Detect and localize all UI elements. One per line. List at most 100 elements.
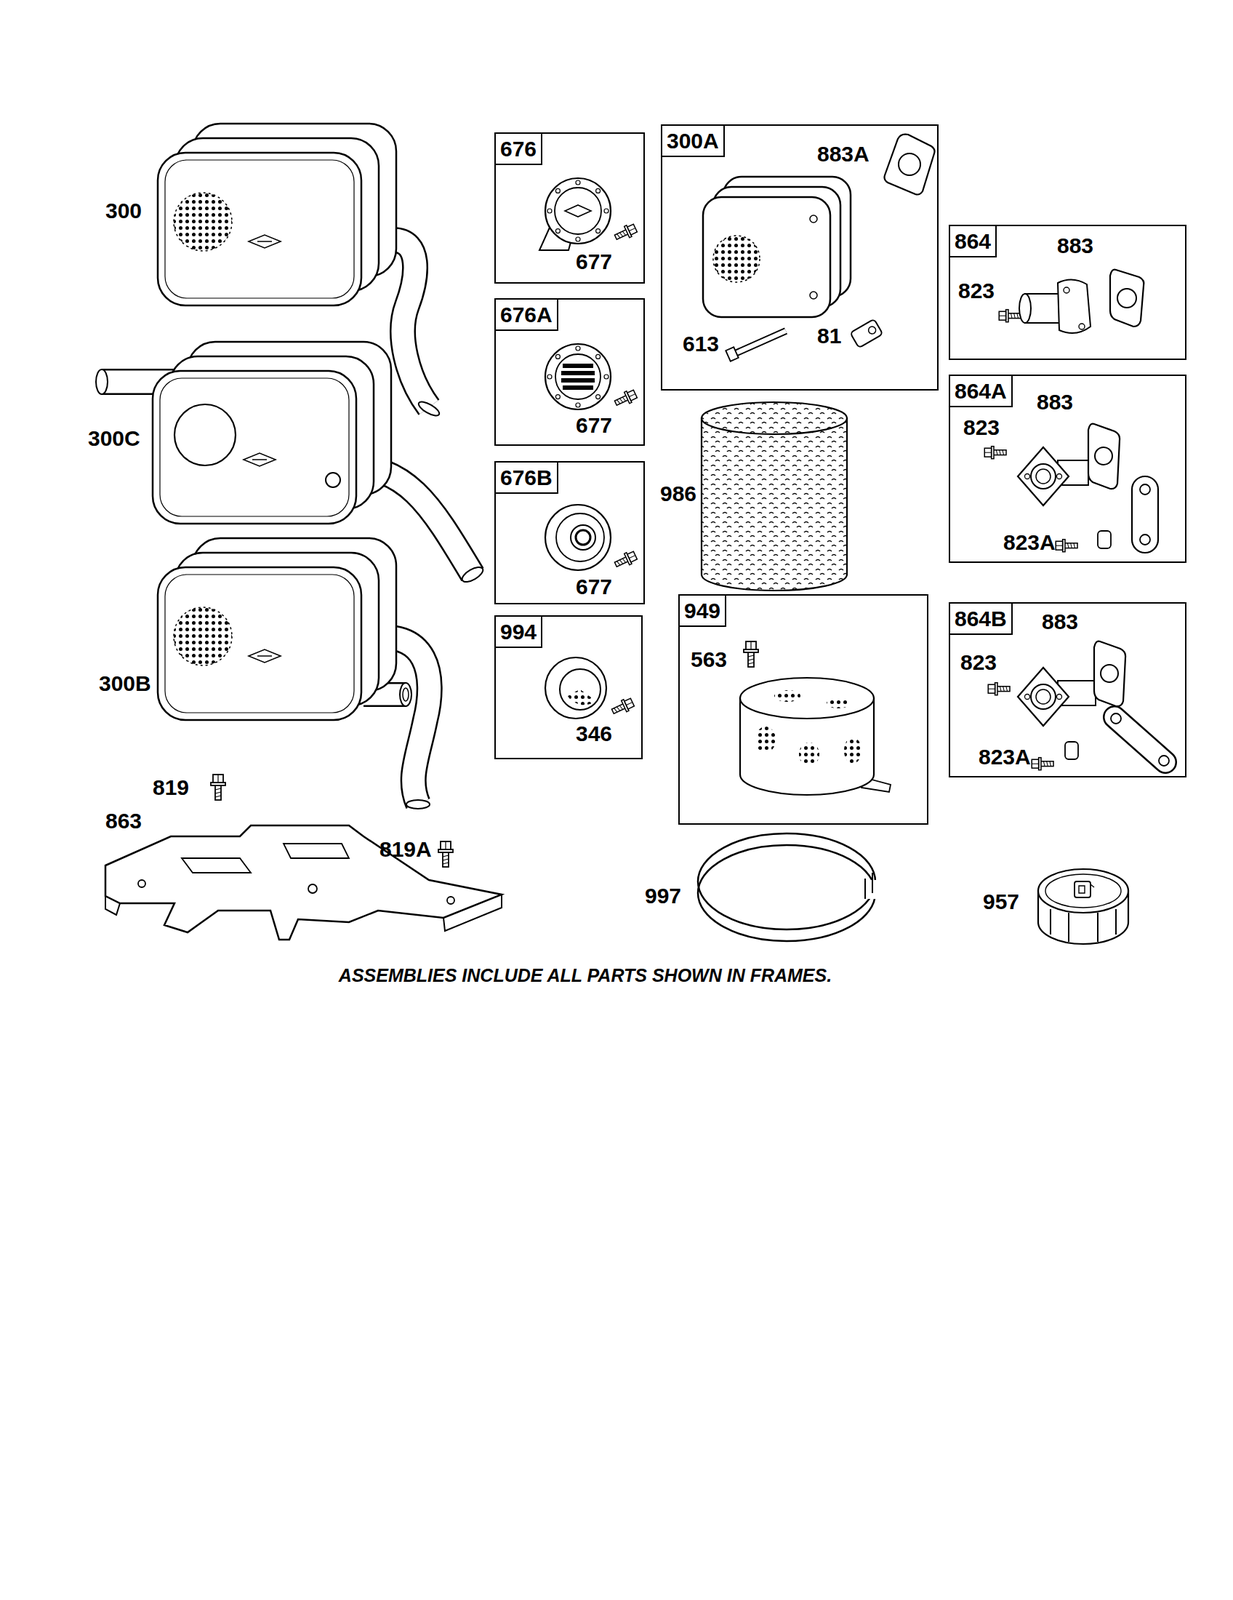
callout-number: 677 bbox=[575, 414, 613, 437]
fuel-cap bbox=[1078, 884, 1095, 893]
callout-number: 823 bbox=[963, 416, 1000, 439]
mounting-bracket bbox=[447, 896, 455, 904]
exhaust-deflector bbox=[556, 513, 605, 562]
assembly-frame: 864A883823823A bbox=[948, 374, 1187, 563]
spark-deflector bbox=[596, 188, 601, 193]
callout-number: 300B bbox=[98, 672, 152, 695]
air-cleaner bbox=[743, 641, 759, 667]
exhaust-adapter bbox=[1065, 741, 1079, 759]
exhaust-adapter bbox=[1139, 484, 1151, 495]
callout-number: 823 bbox=[960, 651, 997, 674]
clamp-band bbox=[697, 844, 876, 941]
spark-deflector bbox=[575, 180, 581, 185]
muffler-guard bbox=[575, 346, 581, 351]
muffler-guard bbox=[555, 394, 560, 400]
callout-number: 823A bbox=[1003, 531, 1056, 554]
exhaust-adapter bbox=[1030, 684, 1056, 709]
muffler-300c bbox=[152, 341, 392, 524]
air-cleaner bbox=[774, 689, 801, 702]
clamp-band bbox=[697, 833, 876, 930]
exhaust-adapter bbox=[987, 682, 1010, 696]
spark-deflector bbox=[547, 180, 609, 242]
foam-filter bbox=[701, 402, 847, 435]
muffler-guard bbox=[562, 363, 594, 368]
exhaust-adapter bbox=[1019, 293, 1031, 323]
spark-arrester bbox=[567, 689, 597, 705]
frame-number: 300A bbox=[662, 125, 725, 158]
callout-number: 823 bbox=[958, 279, 995, 302]
spark-deflector bbox=[545, 178, 611, 244]
spark-deflector bbox=[555, 188, 560, 193]
fuel-cap bbox=[1038, 868, 1129, 913]
exhaust-adapter bbox=[1114, 716, 1166, 762]
exhaust-adapter bbox=[1025, 694, 1031, 700]
fuel-cap bbox=[1038, 868, 1129, 944]
muffler-300 bbox=[157, 123, 397, 306]
mounting-bracket bbox=[105, 894, 502, 931]
exhaust-deflector bbox=[545, 504, 638, 570]
caption-note: ASSEMBLIES INCLUDE ALL PARTS SHOWN IN FR… bbox=[338, 966, 832, 985]
air-cleaner bbox=[826, 697, 850, 709]
assembly-frame: 864883823 bbox=[948, 224, 1187, 360]
exhaust-adapter bbox=[998, 269, 1144, 333]
exhaust-adapter bbox=[1094, 641, 1126, 706]
callout-number: 677 bbox=[575, 250, 613, 273]
exhaust-adapter bbox=[1078, 323, 1085, 330]
exhaust-adapter bbox=[1035, 468, 1051, 484]
muffler-300b bbox=[157, 537, 397, 720]
muffler-300a bbox=[884, 134, 935, 195]
muffler-guard bbox=[555, 354, 560, 359]
air-cleaner bbox=[798, 742, 820, 766]
exhaust-deflector bbox=[570, 524, 596, 550]
muffler-300 bbox=[157, 123, 442, 419]
exhaust-adapter bbox=[1117, 288, 1137, 308]
muffler-guard bbox=[547, 346, 609, 408]
callout-number: 613 bbox=[682, 332, 720, 355]
callout-number: 300C bbox=[87, 427, 141, 450]
muffler-guard bbox=[545, 343, 611, 410]
assembly-frame: 676B677 bbox=[494, 460, 645, 605]
muffler-300b bbox=[402, 687, 409, 701]
muffler-300a bbox=[849, 319, 883, 349]
spark-arrester bbox=[545, 657, 607, 719]
frame-number: 994 bbox=[495, 616, 543, 648]
exhaust-adapter bbox=[1114, 716, 1166, 762]
muffler-300c bbox=[460, 564, 486, 585]
exhaust-adapter bbox=[1110, 269, 1144, 327]
foam-filter bbox=[701, 402, 847, 591]
muffler-300a bbox=[733, 330, 786, 355]
muffler-guard bbox=[575, 402, 581, 408]
callout-number: 986 bbox=[660, 482, 697, 505]
exhaust-adapter bbox=[998, 309, 1021, 323]
mounting-bracket bbox=[308, 884, 317, 893]
frame-number: 676A bbox=[495, 299, 559, 331]
muffler-guard bbox=[545, 343, 638, 410]
frame-number: 864 bbox=[950, 226, 997, 258]
fuel-cap bbox=[1045, 873, 1122, 908]
exhaust-adapter bbox=[1094, 447, 1113, 465]
muffler-300a bbox=[867, 324, 878, 336]
exhaust-adapter bbox=[1057, 694, 1063, 700]
exhaust-adapter bbox=[1158, 755, 1170, 766]
callout-number: 563 bbox=[690, 648, 728, 671]
spark-deflector bbox=[604, 208, 609, 214]
muffler-300b bbox=[399, 682, 412, 706]
exhaust-adapter bbox=[1057, 474, 1063, 480]
muffler-300c bbox=[152, 341, 392, 524]
foam-filter bbox=[701, 418, 847, 591]
fuel-cap bbox=[1074, 881, 1091, 898]
assembly-frame: 676A 677 bbox=[494, 298, 645, 446]
callout-number: 883 bbox=[1036, 391, 1074, 413]
callout-number: 863 bbox=[105, 809, 142, 832]
exhaust-adapter bbox=[1100, 664, 1119, 682]
exhaust-adapter bbox=[1088, 423, 1120, 489]
spark-deflector bbox=[596, 229, 601, 234]
callout-number: 677 bbox=[575, 575, 613, 598]
exhaust-adapter bbox=[1055, 539, 1078, 552]
bolt bbox=[438, 841, 453, 867]
exhaust-adapter bbox=[984, 446, 1007, 459]
muffler-guard bbox=[561, 363, 595, 390]
muffler-300a bbox=[703, 197, 831, 317]
callout-number: 883 bbox=[1041, 610, 1079, 633]
